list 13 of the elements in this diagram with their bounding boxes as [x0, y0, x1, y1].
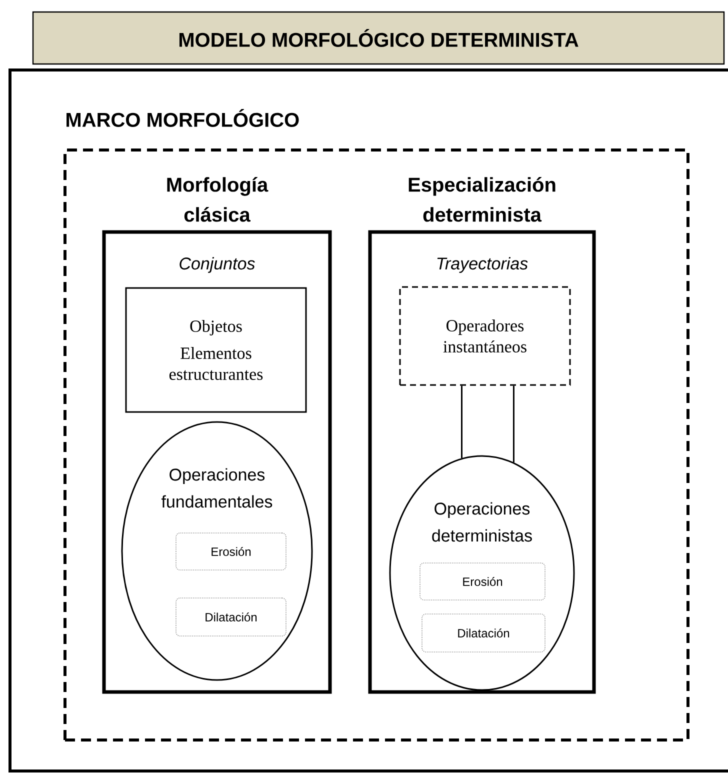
dashed-box: Operadores instantáneos — [399, 286, 571, 386]
operation-box: Erosión — [176, 532, 286, 570]
operation-box: Erosión — [420, 562, 546, 600]
node-label: Especialización determinista — [408, 176, 556, 222]
text-box: Objetos Elementos estructurantes — [125, 287, 307, 413]
operation-box: Dilatación — [422, 614, 546, 652]
title-banner: MODELO MORFOLÓGICO DETERMINISTA — [32, 11, 725, 65]
node-label: MARCO MORFOLÓGICO — [66, 109, 299, 127]
operation-box: Dilatación — [176, 598, 286, 636]
outer-frame — [8, 68, 728, 772]
connector-line — [512, 386, 514, 462]
node-label: Morfología clásica — [167, 176, 268, 222]
connector-line — [461, 386, 462, 458]
